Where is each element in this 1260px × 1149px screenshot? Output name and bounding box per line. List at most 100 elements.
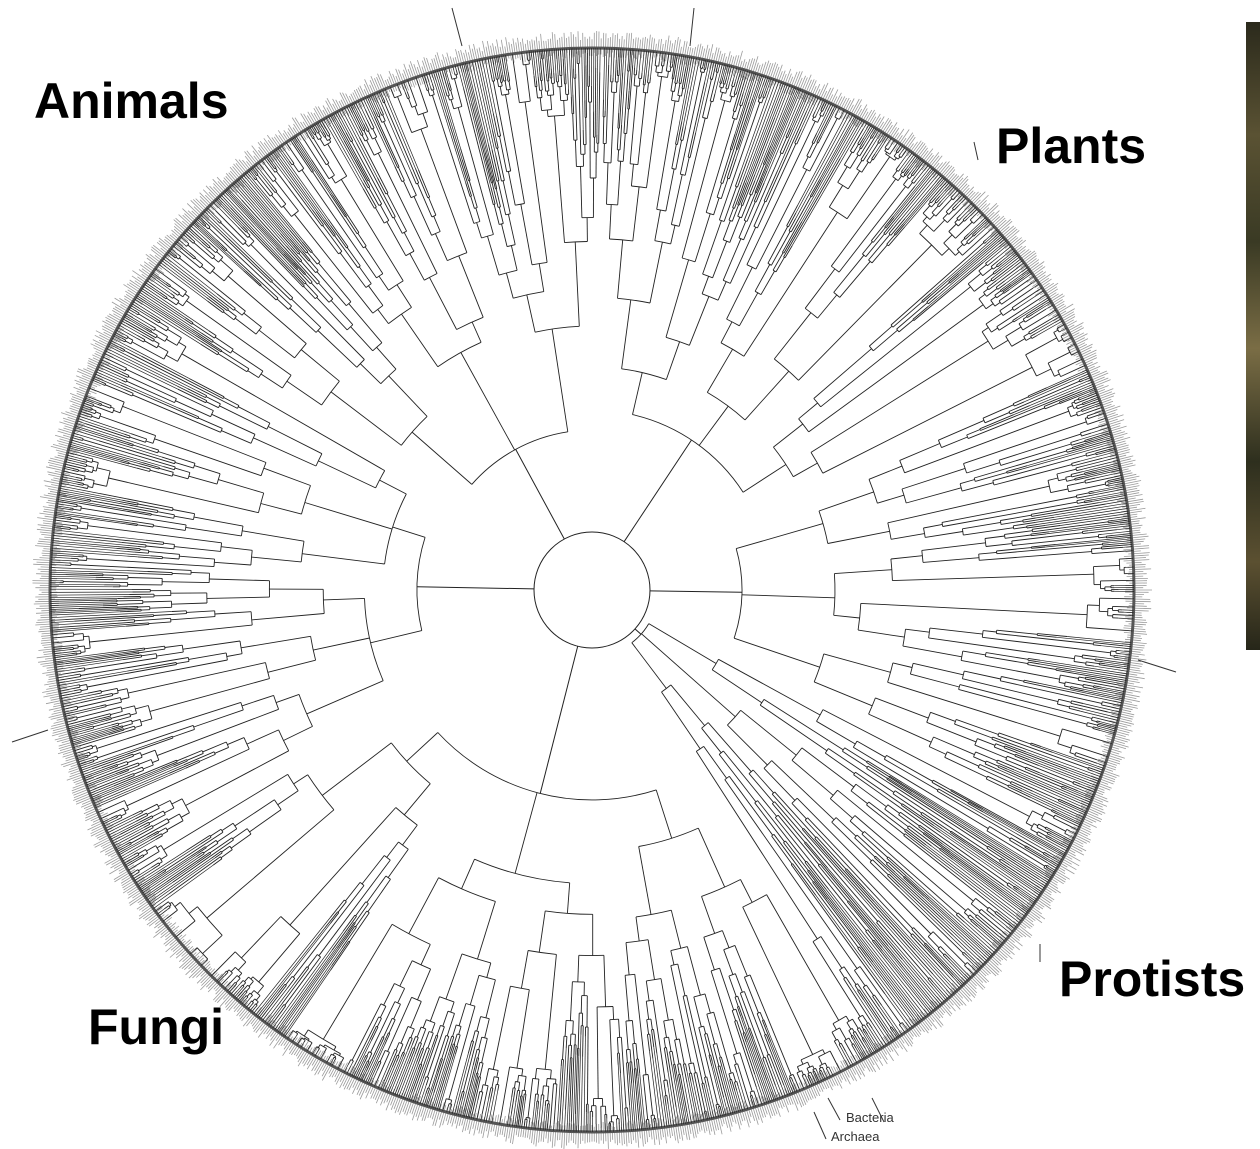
tree-branch <box>1049 868 1055 872</box>
tree-branch <box>358 233 366 246</box>
tree-branch <box>318 461 375 488</box>
tree-branch <box>712 659 718 670</box>
tree-branch <box>726 83 728 88</box>
tree-branch <box>391 743 430 784</box>
tree-branch <box>720 92 726 94</box>
tree-branch <box>736 524 823 549</box>
tree-branch <box>80 440 83 441</box>
tree-branch <box>518 1075 519 1082</box>
tree-branch <box>74 634 84 635</box>
tree-branch <box>182 799 189 813</box>
tree-branch <box>331 392 401 445</box>
tree-branch <box>702 896 715 933</box>
tree-branch <box>724 945 735 949</box>
tree-branch <box>934 737 975 755</box>
tree-branch <box>858 1015 862 1018</box>
tree-branch <box>506 273 513 298</box>
tree-branch <box>87 559 214 567</box>
tree-branch <box>657 209 666 211</box>
tree-branch <box>308 775 334 810</box>
tree-branch <box>702 1084 704 1090</box>
tree-branch <box>788 129 792 138</box>
tree-branch <box>500 136 507 172</box>
tree-branch <box>543 1086 544 1095</box>
tree-branch <box>259 493 264 513</box>
tree-branch <box>655 210 661 241</box>
tree-branch <box>205 226 208 229</box>
tree-branch <box>437 1025 441 1035</box>
tree-branch <box>378 153 437 273</box>
tree-branch <box>400 961 412 987</box>
tree-branch <box>165 337 168 342</box>
tree-branch <box>290 808 396 925</box>
tree-branch <box>158 512 175 515</box>
tree-branch <box>668 71 669 77</box>
tree-branch <box>1079 677 1086 678</box>
tree-branch <box>50 609 79 610</box>
tree-branch <box>368 131 372 139</box>
tree-branch <box>700 68 701 72</box>
tree-branch <box>738 205 742 216</box>
tree-branch <box>312 252 320 262</box>
tree-branch <box>1071 472 1082 475</box>
tree-branch <box>67 519 71 520</box>
tree-branch <box>1047 865 1049 866</box>
tree-branch <box>212 271 224 281</box>
tree-branch <box>153 811 164 817</box>
tree-branch <box>828 749 894 793</box>
tree-branch <box>638 1059 639 1073</box>
tree-branch <box>763 146 770 164</box>
tree-branch <box>174 516 193 519</box>
tree-branch <box>152 274 166 284</box>
tree-branch <box>700 72 704 73</box>
tree-branch <box>853 1019 859 1028</box>
tree-branch <box>1079 379 1082 380</box>
tree-branch <box>979 294 985 299</box>
tree-branch <box>171 294 175 297</box>
tree-branch <box>664 1048 668 1073</box>
tree-branch <box>1012 289 1039 307</box>
tree-branch <box>906 876 993 955</box>
tree-branch <box>243 227 248 232</box>
tree-branch <box>1000 521 1001 525</box>
tree-branch <box>850 821 863 833</box>
tree-branch <box>425 1077 426 1080</box>
tree-branch <box>964 952 967 955</box>
tree-branch <box>998 283 1006 289</box>
tree-branch <box>359 131 361 136</box>
tree-branch <box>671 91 675 92</box>
tree-branch <box>51 621 117 625</box>
tree-branch <box>569 1058 570 1081</box>
tree-branch <box>317 955 320 958</box>
tree-branch <box>705 994 710 1013</box>
tree-branch <box>975 473 1007 482</box>
tree-branch <box>267 423 270 429</box>
tree-branch <box>521 204 532 265</box>
tree-branch <box>632 643 667 689</box>
tree-branch <box>282 375 291 388</box>
tree-branch <box>776 257 784 272</box>
tree-branch <box>891 534 924 540</box>
tree-branch <box>810 143 818 158</box>
tree-branch <box>85 752 89 753</box>
tree-branch <box>411 1001 422 1027</box>
tree-branch <box>866 234 885 257</box>
tree-branch <box>857 741 885 757</box>
tree-branch <box>83 500 90 501</box>
tree-branch <box>124 317 146 330</box>
tree-branch <box>278 791 299 805</box>
tree-branch <box>380 480 407 494</box>
tree-branch <box>256 177 257 179</box>
tree-branch <box>398 988 405 1003</box>
tree-branch <box>987 848 1005 860</box>
tree-branch <box>942 437 968 448</box>
tree-branch <box>144 853 148 856</box>
tree-branch <box>72 709 77 710</box>
tree-branch <box>617 128 618 150</box>
tree-branch <box>646 1001 648 1019</box>
tree-branch <box>194 710 244 727</box>
tree-branch <box>177 338 182 346</box>
tree-branch <box>132 811 141 816</box>
tree-branch <box>1077 499 1084 500</box>
tree-branch <box>739 221 746 238</box>
